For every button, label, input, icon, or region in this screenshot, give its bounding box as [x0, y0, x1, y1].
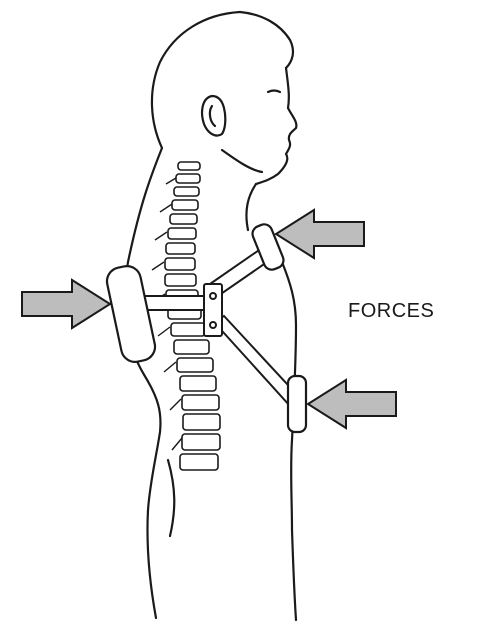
- joint-rivet: [210, 293, 216, 299]
- chest-front: [282, 262, 296, 620]
- eye: [268, 91, 280, 93]
- vertebra: [174, 187, 199, 196]
- vertebra: [172, 200, 198, 210]
- forces-label: FORCES: [348, 300, 434, 323]
- vertebra: [180, 376, 216, 391]
- vertebra: [183, 414, 220, 430]
- hair-contour: [240, 12, 293, 68]
- process: [172, 438, 182, 450]
- vertebra: [165, 274, 196, 286]
- process: [164, 362, 176, 372]
- ear-inner: [210, 106, 215, 126]
- process: [170, 399, 181, 410]
- joint-rivet: [210, 322, 216, 328]
- vertebra: [168, 228, 196, 239]
- vertebra: [176, 174, 200, 183]
- vertebra: [171, 323, 205, 336]
- vertebra: [180, 454, 218, 470]
- vertebra: [170, 214, 197, 224]
- vertebra: [177, 358, 213, 372]
- force-arrow-sternum: [276, 210, 364, 258]
- vertebra: [178, 162, 200, 170]
- neck-front: [246, 184, 256, 230]
- lower-back-detail: [168, 460, 174, 536]
- vertebra: [182, 395, 219, 410]
- process: [152, 262, 164, 270]
- process: [155, 232, 167, 240]
- abdominal-pad: [288, 376, 306, 432]
- jaw-line: [222, 150, 262, 172]
- process: [160, 204, 172, 212]
- vertebra: [166, 243, 195, 254]
- vertebra: [182, 434, 220, 450]
- face-profile: [256, 68, 296, 184]
- force-arrow-abdomen: [308, 380, 396, 428]
- ear: [202, 96, 225, 136]
- vertebra: [165, 258, 195, 270]
- process: [158, 327, 170, 336]
- process: [166, 178, 176, 184]
- vertebra: [174, 340, 209, 354]
- force-arrow-back: [22, 280, 110, 328]
- back-pad: [104, 264, 157, 365]
